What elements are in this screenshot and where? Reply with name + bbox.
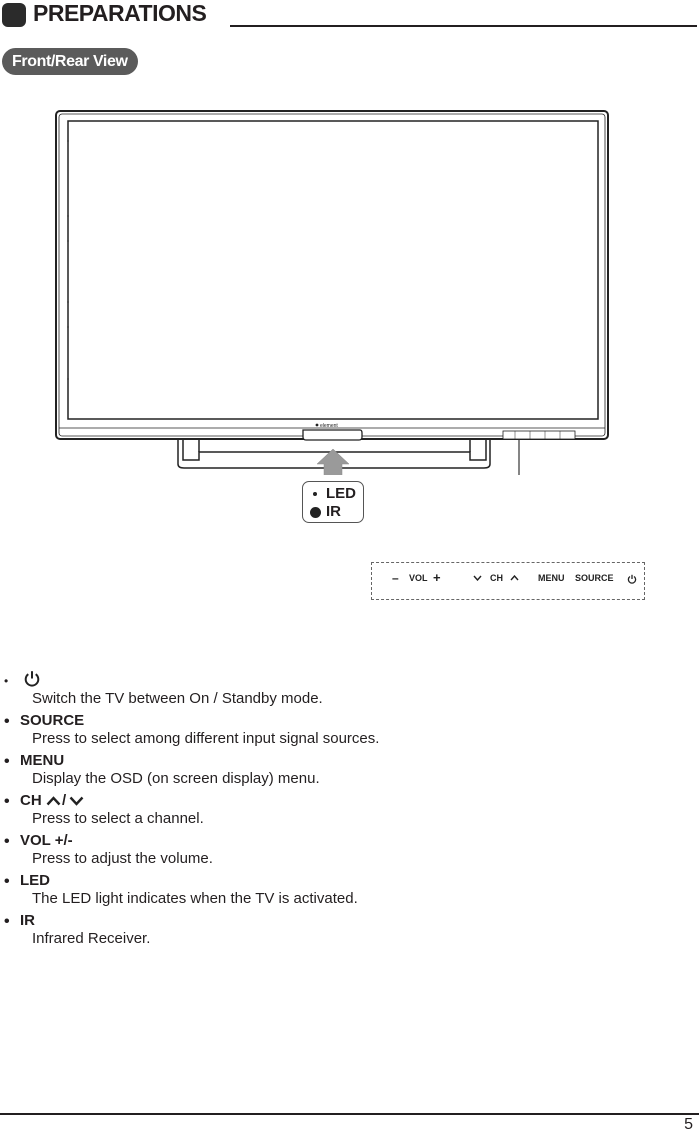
item-term: LED [20,872,50,889]
item-term: CH [20,792,42,809]
tv-screen [67,120,599,420]
ir-dot-icon [310,506,321,518]
menu-label: MENU [538,573,565,583]
list-item: • LED The LED light indicates when the T… [0,872,699,912]
button-description-list: • Switch the TV between On / Standby mod… [0,671,699,952]
chevron-up-icon [510,575,519,581]
bullet: • [4,913,10,930]
item-description: Infrared Receiver. [32,930,151,947]
bullet: • [4,793,10,810]
bullet: • [4,873,10,890]
title-rule [230,25,697,27]
item-term: IR [20,912,35,929]
control-panel-detail: – VOL + CH MENU SOURCE [371,562,645,600]
bullet: • [4,674,9,688]
source-label: SOURCE [575,573,614,583]
bullet: • [4,713,10,730]
ir-sensor-bump [302,429,363,441]
vol-plus-label: + [433,570,441,585]
led-label-row: LED [310,485,356,502]
arrow-up-icon [316,448,350,475]
footer-rule [0,1113,699,1115]
page-title: PREPARATIONS [33,0,207,26]
item-description: Switch the TV between On / Standby mode. [32,690,323,707]
section-marker [2,3,26,27]
bullet: • [4,753,10,770]
page-number: 5 [684,1116,693,1133]
item-description: Press to adjust the volume. [32,850,213,867]
list-item: • MENU Display the OSD (on screen displa… [0,752,699,792]
bullet: • [4,833,10,850]
item-description: Display the OSD (on screen display) menu… [32,770,320,787]
item-description: Press to select among different input si… [32,730,380,747]
list-item: • CH / Press to select a channel. [0,792,699,832]
ch-separator: / [62,792,67,809]
tv-side-buttons [502,430,576,440]
vol-minus-label: – [392,571,399,585]
vol-label: VOL [409,573,428,583]
power-icon [24,671,40,687]
power-icon [627,574,637,584]
led-label: LED [326,485,356,502]
ch-label: CH [490,573,503,583]
ir-label-row: IR [310,503,341,520]
chevron-down-icon [473,575,482,581]
item-description: Press to select a channel. [32,810,204,827]
list-item: • Switch the TV between On / Standby mod… [0,671,699,712]
tv-brand-logo: element [320,423,338,429]
list-item: • IR Infrared Receiver. [0,912,699,952]
item-term: MENU [20,752,65,769]
item-term: VOL +/- [20,832,73,849]
tv-front-illustration: element [55,110,609,475]
item-description: The LED light indicates when the TV is a… [32,890,358,907]
section-heading: Front/Rear View [2,48,138,75]
led-ir-callout: LED IR [302,481,364,523]
ir-label: IR [326,503,341,520]
list-item: • SOURCE Press to select among different… [0,712,699,752]
led-dot-icon [313,492,317,497]
chevron-down-icon [69,796,84,806]
item-term: SOURCE [20,712,85,729]
chevron-up-icon [46,796,61,806]
list-item: • VOL +/- Press to adjust the volume. [0,832,699,872]
